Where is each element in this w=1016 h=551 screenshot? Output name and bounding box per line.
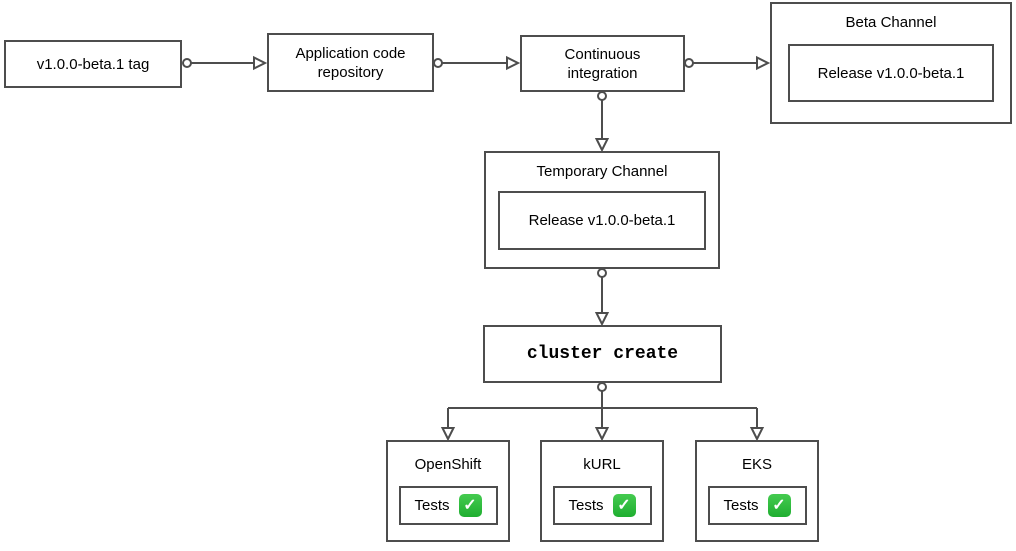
check-icon: ✓ [458,494,482,517]
temp-release-box: Release v1.0.0-beta.1 [498,191,706,250]
tests-label: Tests [414,497,450,514]
node-continuous-integration: Continuous integration [520,35,685,92]
eks-title: EKS [741,456,772,473]
openshift-title: OpenShift [414,456,482,473]
connector-dot [597,382,607,392]
node-app-repo: Application code repository [267,33,434,92]
tests-label: Tests [568,497,604,514]
node-kurl: kURL Tests ✓ [540,440,664,542]
check-icon: ✓ [612,494,636,517]
tests-label: Tests [723,497,759,514]
beta-release-box: Release v1.0.0-beta.1 [788,44,994,102]
continuous-integration-label: Continuous integration [564,45,641,82]
arrowhead [594,138,610,153]
kurl-tests-box: Tests ✓ [552,486,652,525]
beta-release-label: Release v1.0.0-beta.1 [817,64,965,82]
arrowhead [756,55,771,71]
arrowhead [749,427,765,442]
version-tag-label: v1.0.0-beta.1 tag [36,55,150,73]
temp-release-label: Release v1.0.0-beta.1 [528,212,676,229]
beta-channel-title: Beta Channel [845,14,937,31]
node-openshift: OpenShift Tests ✓ [386,440,510,542]
connector-dot [182,58,192,68]
app-repo-label: Application code repository [295,44,406,81]
openshift-tests-box: Tests ✓ [398,486,498,525]
connector-dot [684,58,694,68]
arrowhead [594,312,610,327]
arrowhead [594,427,610,442]
connector-dot [597,91,607,101]
node-temporary-channel: Temporary Channel Release v1.0.0-beta.1 [484,151,720,269]
node-eks: EKS Tests ✓ [695,440,819,542]
temporary-channel-title: Temporary Channel [536,163,668,180]
check-icon: ✓ [767,494,791,517]
connector-dot [433,58,443,68]
eks-tests-box: Tests ✓ [707,486,807,525]
kurl-title: kURL [583,456,621,473]
node-cluster-create: cluster create [483,325,722,383]
cluster-create-label: cluster create [526,343,679,364]
node-beta-channel: Beta Channel Release v1.0.0-beta.1 [770,2,1012,124]
node-version-tag: v1.0.0-beta.1 tag [4,40,182,88]
arrowhead [506,55,521,71]
arrowhead [253,55,268,71]
arrowhead [440,427,456,442]
connector-dot [597,268,607,278]
